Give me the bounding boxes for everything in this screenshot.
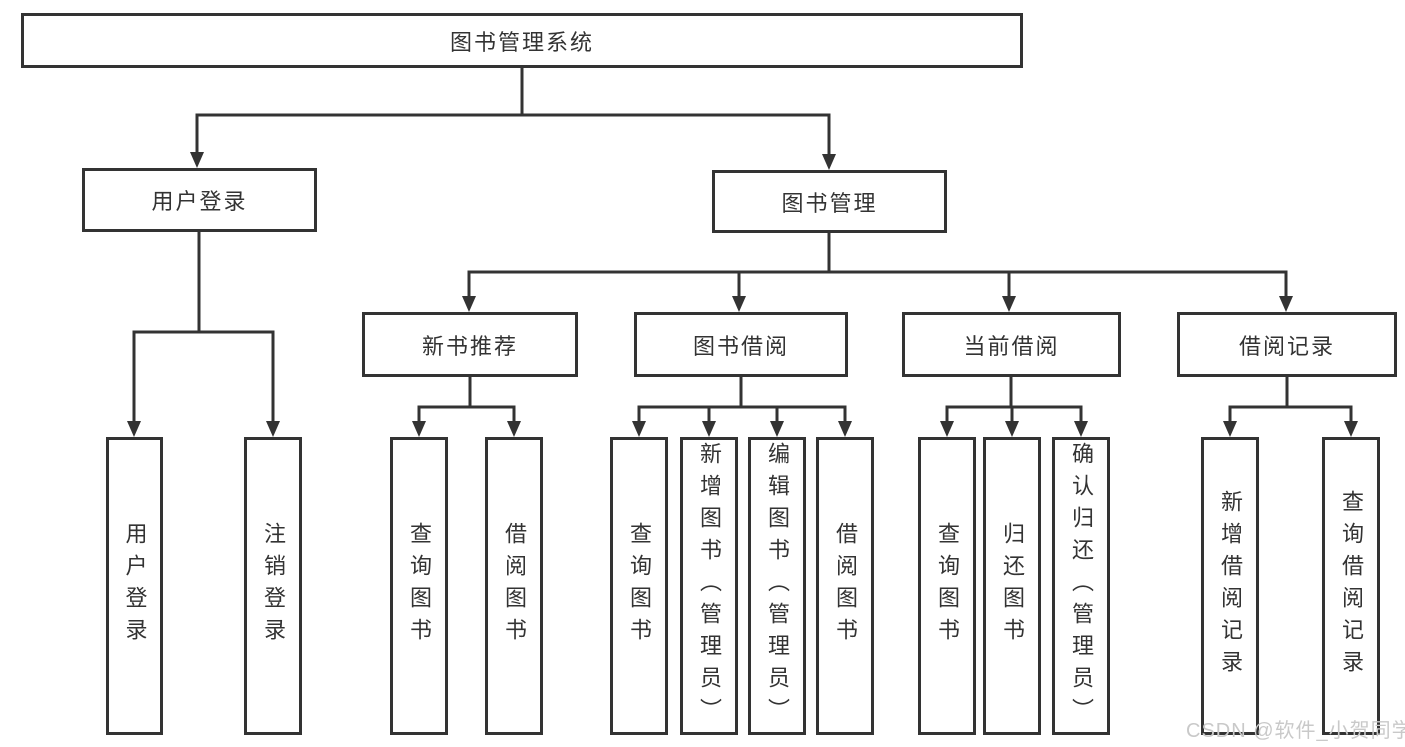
node-book-borrow-label: 图书借阅 (692, 333, 789, 359)
node-book-borrow: 图书借阅 (634, 312, 848, 377)
node-book-management-label: 图书管理 (781, 190, 878, 216)
csdn-watermark: CSDN @软件_小贺同学 (1186, 720, 1405, 742)
node-borrow-records-label: 借阅记录 (1238, 333, 1335, 359)
node-user-login: 用户登录 (82, 168, 317, 232)
leaf-edit-book-admin: 编辑图书（管理员） (748, 437, 806, 735)
leaf-query-borrow-record: 查询借阅记录 (1322, 437, 1380, 735)
node-new-book-recommend-label: 新书推荐 (421, 333, 518, 359)
node-current-borrow: 当前借阅 (902, 312, 1121, 377)
leaf-recommend-borrow-book: 借阅图书 (485, 437, 543, 735)
node-user-login-label: 用户登录 (151, 189, 248, 214)
leaf-add-book-admin: 新增图书（管理员） (680, 437, 738, 735)
leaf-recommend-query-books: 查询图书 (390, 437, 448, 735)
node-book-management: 图书管理 (712, 170, 947, 233)
leaf-borrow-book: 借阅图书 (816, 437, 874, 735)
leaf-return-book: 归还图书 (983, 437, 1041, 735)
node-borrow-records: 借阅记录 (1177, 312, 1397, 377)
leaf-current-query-books: 查询图书 (918, 437, 976, 735)
leaf-borrow-query-books: 查询图书 (610, 437, 668, 735)
node-new-book-recommend: 新书推荐 (362, 312, 578, 377)
node-library-system: 图书管理系统 (21, 13, 1023, 68)
leaf-user-login: 用户登录 (106, 437, 163, 735)
leaf-logout: 注销登录 (244, 437, 302, 735)
leaf-confirm-return-admin: 确认归还（管理员） (1052, 437, 1110, 735)
leaf-add-borrow-record: 新增借阅记录 (1201, 437, 1259, 735)
node-library-system-label: 图书管理系统 (449, 29, 594, 55)
node-current-borrow-label: 当前借阅 (963, 333, 1060, 359)
